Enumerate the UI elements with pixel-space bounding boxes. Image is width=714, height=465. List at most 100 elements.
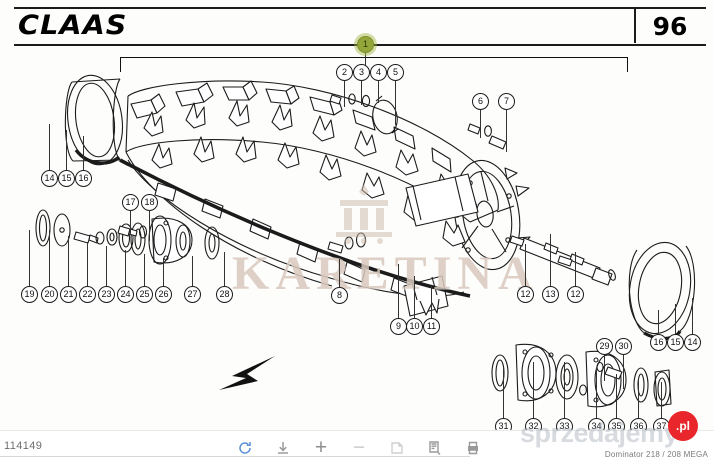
callout-leader-line	[87, 242, 88, 286]
callout-leader-line	[525, 244, 526, 286]
callout-leader-line	[378, 81, 379, 103]
zoom-in-icon[interactable]: +	[314, 436, 328, 459]
callout-14[interactable]: 14	[684, 334, 701, 351]
callout-24[interactable]: 24	[117, 286, 134, 303]
sprzedajemy-pl-badge: .pl	[668, 411, 698, 441]
callout-5[interactable]: 5	[387, 64, 404, 81]
callout-22[interactable]: 22	[79, 286, 96, 303]
callout-leader-line	[125, 250, 126, 286]
direction-arrow	[219, 356, 275, 390]
callout-16[interactable]: 16	[75, 170, 92, 187]
callout-leader-line	[339, 259, 340, 287]
callout-leader-line	[29, 230, 30, 286]
callout-15[interactable]: 15	[58, 170, 75, 187]
callout-13[interactable]: 13	[542, 286, 559, 303]
callout-leader-line	[503, 368, 504, 418]
callout-leader-line	[692, 298, 693, 334]
callout-32[interactable]: 32	[525, 418, 542, 430]
pdf-viewer-toolbar[interactable]: 114149 + −	[0, 430, 714, 465]
fit-page-icon[interactable]	[388, 439, 406, 457]
callout-leader-line	[66, 130, 67, 170]
callout-15[interactable]: 15	[667, 334, 684, 351]
callout-23[interactable]: 23	[98, 286, 115, 303]
callout-4[interactable]: 4	[370, 64, 387, 81]
callout-leader-line	[224, 252, 225, 286]
claas-logo: CLAAS	[18, 10, 128, 41]
callout-36[interactable]: 36	[630, 418, 647, 430]
callout-leader-line	[49, 124, 50, 170]
callout-25[interactable]: 25	[136, 286, 153, 303]
page-number-box	[634, 9, 706, 43]
callout-10[interactable]: 10	[406, 318, 423, 335]
callout-leader-line	[398, 264, 399, 318]
callout-34[interactable]: 34	[588, 418, 605, 430]
callout-leader-line	[130, 211, 131, 235]
callout-leader-line	[344, 81, 345, 107]
callout-leader-line	[596, 368, 597, 418]
callout-leader-line	[68, 236, 69, 286]
callout-leader-line	[149, 211, 150, 241]
karetina-crest-watermark	[336, 184, 392, 244]
callout-19[interactable]: 19	[21, 286, 38, 303]
karetina-watermark: KARETINA	[232, 247, 539, 300]
download-icon[interactable]	[274, 439, 292, 457]
zoom-out-icon[interactable]: −	[352, 436, 366, 459]
scan-edge-rule	[0, 456, 470, 457]
header-top-rule	[14, 7, 706, 9]
callout-leader-line	[506, 110, 507, 152]
sprzedajemy-watermark: sprzedajemy	[520, 418, 679, 448]
callout-leader-line	[83, 136, 84, 170]
pdf-page-canvas[interactable]: CLAAS 96	[0, 0, 714, 430]
callout-leader-line	[365, 53, 366, 67]
callout-12[interactable]: 12	[567, 286, 584, 303]
callout-8[interactable]: 8	[331, 287, 348, 304]
print-icon[interactable]	[464, 439, 482, 457]
callout-leader-line	[604, 355, 605, 381]
fit-width-icon[interactable]	[426, 439, 444, 457]
callout-leader-line	[661, 382, 662, 418]
callout-leader-line	[431, 286, 432, 318]
callout-leader-line	[638, 378, 639, 418]
callout-17[interactable]: 17	[122, 194, 139, 211]
callout-20[interactable]: 20	[41, 286, 58, 303]
callout-leader-line	[575, 252, 576, 286]
callout-leader-line	[192, 256, 193, 286]
callout-leader-line	[144, 254, 145, 286]
callout-30[interactable]: 30	[615, 338, 632, 355]
callout-leader-line	[675, 304, 676, 334]
callout-16[interactable]: 16	[650, 334, 667, 351]
callout-leader-line	[395, 81, 396, 125]
callout-leader-line	[106, 246, 107, 286]
callout-29[interactable]: 29	[596, 338, 613, 355]
callout-21[interactable]: 21	[60, 286, 77, 303]
callout-leader-line	[623, 355, 624, 389]
callout-18[interactable]: 18	[141, 194, 158, 211]
callout-leader-line	[658, 310, 659, 334]
callout-33[interactable]: 33	[556, 418, 573, 430]
callout-31[interactable]: 31	[495, 418, 512, 430]
callout-3[interactable]: 3	[353, 64, 370, 81]
assembly-bracket	[120, 57, 628, 72]
callout-leader-line	[533, 362, 534, 418]
callout-9[interactable]: 9	[390, 318, 407, 335]
rotate-icon[interactable]	[236, 439, 254, 457]
callout-leader-line	[49, 230, 50, 286]
callout-leader-line	[163, 258, 164, 286]
callout-6[interactable]: 6	[472, 93, 489, 110]
callout-11[interactable]: 11	[423, 318, 440, 335]
callout-7[interactable]: 7	[498, 93, 515, 110]
model-label: Dominator 218 / 208 MEGA	[604, 450, 708, 459]
callout-12[interactable]: 12	[517, 286, 534, 303]
callout-35[interactable]: 35	[608, 418, 625, 430]
page-number: 96	[652, 12, 688, 41]
callout-2[interactable]: 2	[336, 64, 353, 81]
callout-27[interactable]: 27	[184, 286, 201, 303]
toolbar-button-group[interactable]: + −	[236, 433, 482, 463]
callout-28[interactable]: 28	[216, 286, 233, 303]
drum-assembly-drawing	[35, 74, 696, 408]
callout-26[interactable]: 26	[155, 286, 172, 303]
callout-1[interactable]: 1	[357, 36, 374, 53]
callout-leader-line	[550, 234, 551, 286]
callout-14[interactable]: 14	[41, 170, 58, 187]
callout-leader-line	[361, 81, 362, 105]
